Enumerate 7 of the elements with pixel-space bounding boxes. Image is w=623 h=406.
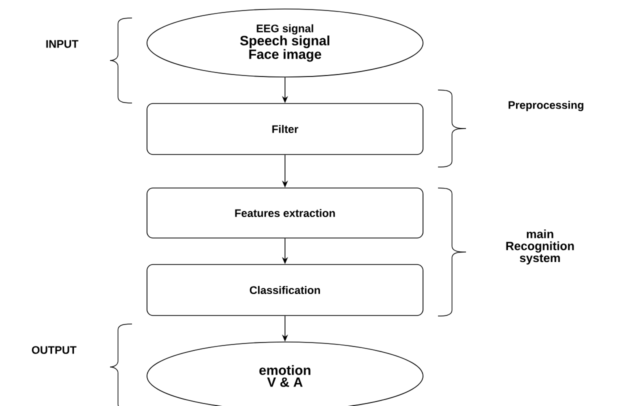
section-label: main Recognition system <box>506 229 574 265</box>
section-label: Preprocessing <box>508 100 584 112</box>
process-box: Features extraction <box>146 188 424 238</box>
section-label: INPUT <box>46 40 78 48</box>
process-box: Classification <box>146 264 424 316</box>
section-label: OUTPUT <box>32 346 76 354</box>
process-box: Filter <box>146 103 424 155</box>
